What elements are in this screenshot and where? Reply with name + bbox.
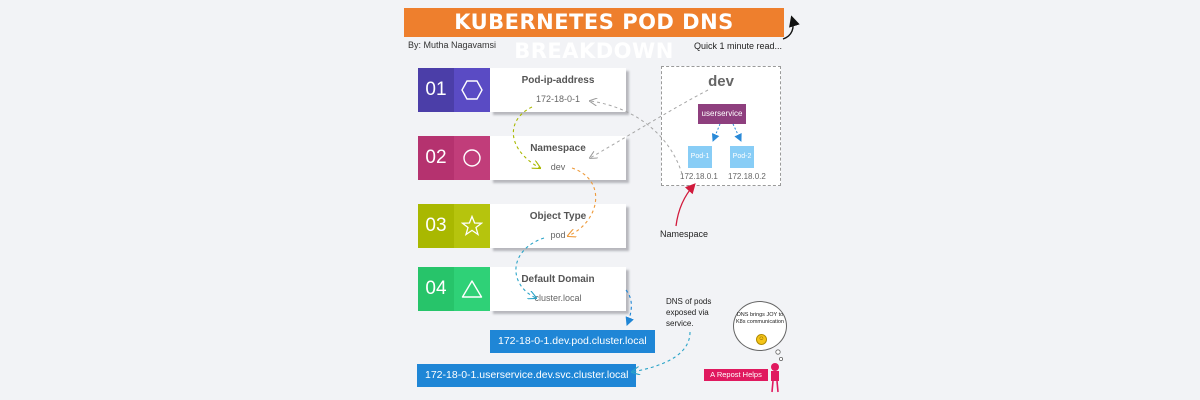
pod-box: Pod-1 [688, 146, 712, 168]
title-curl-arrow [782, 15, 800, 40]
hexagon-icon [454, 68, 490, 112]
domain-to-fqdn-arrow [625, 289, 634, 327]
step-title: Pod-ip-address [521, 75, 595, 86]
author-byline: By: Mutha Nagavamsi [408, 40, 497, 50]
step-value: 172-18-0-1 [535, 94, 581, 104]
pod-fqdn-box: 172-18-0-1.dev.pod.cluster.local [490, 330, 655, 353]
thought-dot [775, 349, 781, 355]
thought-bubble: DNS brings JOY to K8s communication ☺ [733, 301, 787, 351]
star-icon [454, 204, 490, 248]
step-pod-ip-address: 01 Pod-ip-address 172-18-0-1 [418, 68, 626, 112]
step-card: Namespace dev [490, 136, 626, 180]
step-title: Namespace [530, 143, 586, 154]
step-default-domain: 04 Default Domain cluster.local [418, 267, 626, 311]
step-title: Default Domain [521, 274, 595, 285]
step-card: Default Domain cluster.local [490, 267, 626, 311]
namespace-caption: Namespace [660, 229, 709, 239]
service-fqdn-box: 172-18-0-1.userservice.dev.svc.cluster.l… [417, 364, 637, 387]
read-time-note: Quick 1 minute read... [694, 41, 783, 51]
namespace-caption-arrow [675, 183, 696, 227]
stick-figure-icon [771, 363, 779, 393]
step-number: 04 [418, 267, 454, 311]
step-value: dev [550, 162, 566, 172]
step-value: pod [550, 230, 566, 240]
service-box: userservice [698, 104, 746, 124]
step-object-type: 03 Object Type pod [418, 204, 626, 248]
pod-ip-label: 172.18.0.1 [680, 172, 718, 181]
circle-icon [454, 136, 490, 180]
bubble-text: DNS brings JOY to K8s communication [736, 312, 784, 325]
dns-note: DNS of pods exposed via service. [666, 297, 712, 328]
namespace-name: dev [708, 73, 734, 90]
thought-dot [779, 356, 784, 361]
pod-ip-label: 172.18.0.2 [728, 172, 766, 181]
namespace-panel: dev userservice Pod-1 Pod-2 172.18.0.1 1… [661, 66, 781, 186]
step-number: 03 [418, 204, 454, 248]
step-number: 02 [418, 136, 454, 180]
step-title: Object Type [529, 211, 587, 222]
smiley-icon: ☺ [756, 334, 767, 345]
step-card: Object Type pod [490, 204, 626, 248]
triangle-icon [454, 267, 490, 311]
step-number: 01 [418, 68, 454, 112]
step-value: cluster.local [534, 293, 582, 303]
pod-box: Pod-2 [730, 146, 754, 168]
step-namespace: 02 Namespace dev [418, 136, 626, 180]
step-card: Pod-ip-address 172-18-0-1 [490, 68, 626, 112]
repost-label: A Repost Helps [704, 369, 768, 381]
page-title: KUBERNETES POD DNS BREAKDOWN [404, 8, 784, 63]
